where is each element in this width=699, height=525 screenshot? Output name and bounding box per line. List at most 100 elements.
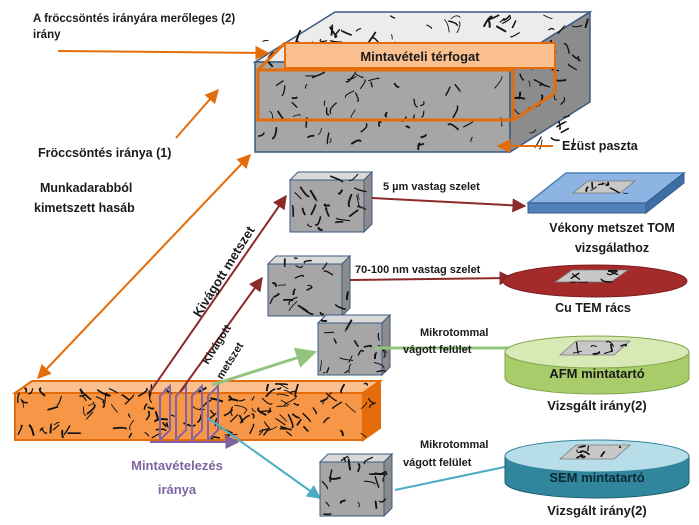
fiber-stroke bbox=[283, 298, 294, 302]
fiber-stroke bbox=[339, 357, 354, 362]
fiber-stroke bbox=[374, 352, 377, 360]
fiber-stroke bbox=[294, 383, 299, 398]
fiber-stroke bbox=[243, 409, 248, 414]
fiber-stroke bbox=[296, 418, 302, 426]
cut-prism-label-line2: kimetszett hasáb bbox=[34, 201, 135, 215]
fiber-stroke bbox=[319, 38, 328, 42]
fiber-stroke bbox=[575, 341, 580, 354]
fiber-stroke bbox=[307, 223, 312, 228]
fiber-stroke bbox=[600, 450, 606, 458]
fiber-stroke bbox=[326, 132, 330, 145]
fiber-stroke bbox=[228, 398, 239, 402]
fiber-stroke bbox=[590, 345, 598, 348]
fiber-stroke bbox=[319, 360, 322, 372]
fiber-stroke bbox=[198, 386, 207, 393]
sampling-direction-label-line2: iránya bbox=[158, 482, 197, 497]
fiber-stroke bbox=[319, 311, 325, 316]
fiber-stroke bbox=[214, 417, 218, 427]
fiber-stroke bbox=[353, 339, 359, 348]
fiber-stroke bbox=[547, 27, 555, 31]
fiber-stroke bbox=[577, 55, 581, 62]
fiber-stroke bbox=[283, 397, 297, 406]
fiber-stroke bbox=[108, 388, 118, 394]
fiber-stroke bbox=[325, 501, 330, 507]
fiber-stroke bbox=[560, 127, 570, 134]
silver-paste-label: Ezüst paszta bbox=[562, 139, 639, 153]
cu-tem-grid bbox=[502, 264, 688, 298]
fiber-stroke bbox=[299, 186, 310, 198]
fiber-stroke bbox=[333, 338, 338, 344]
fiber-stroke bbox=[345, 74, 355, 83]
fiber-stroke bbox=[271, 127, 278, 140]
slice-nm-block bbox=[266, 254, 352, 318]
fiber-stroke bbox=[269, 297, 274, 305]
fiber-stroke bbox=[370, 81, 373, 88]
fiber-stroke bbox=[378, 121, 382, 128]
fiber-stroke bbox=[271, 282, 278, 287]
fiber-stroke bbox=[269, 111, 274, 119]
fiber-stroke bbox=[287, 413, 294, 429]
perp-direction-label-line2: irány bbox=[33, 29, 61, 41]
fiber-stroke bbox=[384, 111, 388, 118]
fiber-stroke bbox=[279, 425, 292, 431]
fiber-stroke bbox=[285, 431, 292, 437]
fiber-stroke bbox=[382, 349, 386, 358]
injection-direction-arrow bbox=[175, 88, 219, 139]
fiber-stroke bbox=[323, 270, 334, 276]
fiber-stroke bbox=[445, 86, 451, 96]
fiber-stroke bbox=[538, 139, 543, 150]
fiber-stroke bbox=[511, 19, 517, 29]
fiber-stroke bbox=[513, 96, 526, 100]
fiber-stroke bbox=[600, 278, 613, 283]
fiber-stroke bbox=[281, 85, 286, 97]
fiber-stroke bbox=[374, 500, 378, 509]
fiber-stroke bbox=[577, 445, 586, 449]
fiber-stroke bbox=[63, 425, 71, 436]
fiber-stroke bbox=[360, 401, 368, 410]
fiber-stroke bbox=[557, 25, 566, 35]
fiber-stroke bbox=[567, 63, 578, 71]
sem-holder-label: SEM mintatartó bbox=[549, 470, 644, 485]
fiber-stroke bbox=[339, 429, 344, 437]
arrow-nm-to-tem-grid bbox=[349, 271, 514, 286]
fiber-stroke bbox=[38, 387, 46, 397]
microtome-1-label-line2: vágott felület bbox=[403, 344, 472, 356]
microtome-1-label-line1: Mikrotommal bbox=[420, 327, 488, 339]
fiber-stroke bbox=[328, 476, 341, 480]
fiber-stroke bbox=[374, 472, 388, 476]
fiber-stroke bbox=[357, 349, 365, 356]
fiber-stroke bbox=[579, 450, 590, 456]
fiber-stroke bbox=[356, 194, 361, 209]
fiber-stroke bbox=[251, 413, 255, 419]
fiber-stroke bbox=[609, 187, 620, 194]
fiber-stroke bbox=[448, 20, 459, 27]
fiber-stroke bbox=[306, 286, 313, 291]
fiber-stroke bbox=[301, 207, 306, 216]
fiber-stroke bbox=[297, 304, 308, 312]
fiber-stroke bbox=[49, 423, 53, 434]
fiber-stroke bbox=[571, 138, 575, 148]
examined-direction-2-label: Vizsgált irány(2) bbox=[547, 503, 646, 518]
bottom-prism-bar bbox=[11, 379, 384, 443]
perp-direction-arrow bbox=[57, 45, 270, 60]
fiber-stroke bbox=[192, 406, 201, 411]
fiber-stroke bbox=[124, 394, 135, 405]
fiber-stroke bbox=[563, 43, 570, 54]
fiber-stroke bbox=[420, 110, 425, 118]
fiber-stroke bbox=[335, 217, 351, 222]
sampling-volume-outline-front bbox=[256, 68, 515, 122]
fiber-stroke bbox=[329, 137, 332, 144]
fiber-stroke bbox=[374, 476, 380, 488]
fiber-stroke bbox=[570, 272, 580, 280]
fiber-stroke bbox=[323, 512, 332, 516]
fiber-stroke bbox=[249, 423, 255, 435]
fiber-stroke bbox=[276, 393, 289, 397]
fiber-stroke bbox=[620, 343, 628, 347]
fiber-stroke bbox=[519, 73, 525, 81]
fiber-stroke bbox=[456, 21, 461, 34]
fiber-stroke bbox=[250, 395, 255, 401]
thin-section-label-line1: Vékony metszet TOM bbox=[549, 221, 675, 235]
fiber-stroke bbox=[357, 205, 367, 211]
fiber-stroke bbox=[618, 445, 622, 449]
fiber-stroke bbox=[501, 16, 512, 25]
